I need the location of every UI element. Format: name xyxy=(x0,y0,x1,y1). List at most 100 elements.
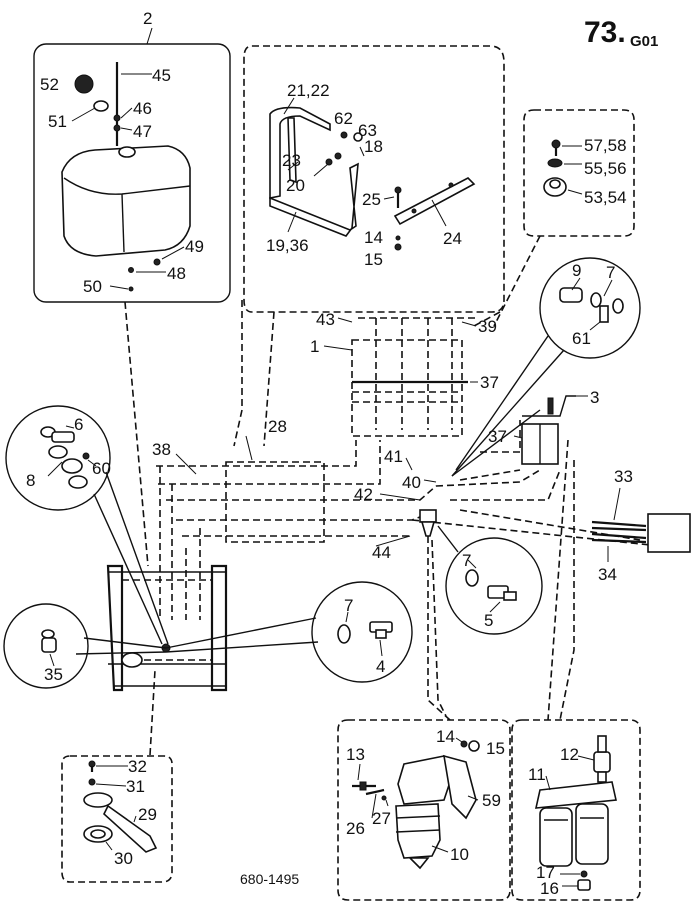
callout-28: 28 xyxy=(268,417,287,436)
callout-15-pump: 15 xyxy=(486,739,505,758)
callout-23: 23 xyxy=(282,151,301,170)
callout-11: 11 xyxy=(528,765,546,784)
return-fitting-frame xyxy=(5,405,111,511)
pump-bracket xyxy=(443,754,477,820)
callout-29: 29 xyxy=(138,805,157,824)
callout-3: 3 xyxy=(590,388,599,407)
page-number-suffix: G01 xyxy=(630,33,658,50)
callout-52: 52 xyxy=(40,75,59,94)
callout-19-36: 19,36 xyxy=(266,236,309,255)
fuel-pipes xyxy=(156,420,661,620)
callout-63: 63 xyxy=(358,121,377,140)
callout-45: 45 xyxy=(152,66,171,85)
callout-8: 8 xyxy=(26,471,35,490)
callout-6: 6 xyxy=(74,415,83,434)
callout-37-lower: 37 xyxy=(488,427,507,446)
callout-50: 50 xyxy=(83,277,102,296)
callout-25: 25 xyxy=(362,190,381,209)
filler-neck xyxy=(118,146,136,158)
filter-element-right xyxy=(575,803,609,865)
callout-62: 62 xyxy=(334,109,353,128)
installed-fuel-tank xyxy=(75,564,319,692)
callout-38: 38 xyxy=(152,440,171,459)
callout-60: 60 xyxy=(92,459,111,478)
callout-5: 5 xyxy=(484,611,493,630)
fuel-filter-inset xyxy=(511,719,641,901)
filler-pipe xyxy=(103,804,158,853)
fuel-tank-inset-frame xyxy=(33,43,231,303)
callout-24: 24 xyxy=(443,229,462,248)
fitting-detail-circle xyxy=(451,257,641,477)
routing-lines xyxy=(124,235,575,756)
banjo-fitting xyxy=(559,287,583,303)
callout-1: 1 xyxy=(310,337,319,356)
feed-pump-inset xyxy=(337,719,511,901)
callout-41: 41 xyxy=(384,447,403,466)
fitting-detail-frame xyxy=(539,257,641,359)
callout-34: 34 xyxy=(598,565,617,584)
connector-box xyxy=(647,513,691,553)
tank-outlet-fitting-circle xyxy=(311,581,413,683)
callout-48: 48 xyxy=(167,264,186,283)
callout-43: 43 xyxy=(316,310,335,329)
callout-9: 9 xyxy=(572,261,581,280)
callout-35: 35 xyxy=(44,665,63,684)
callout-42: 42 xyxy=(354,485,373,504)
callout-16: 16 xyxy=(540,879,559,898)
page-number: 73. xyxy=(584,16,626,49)
bracket-frame xyxy=(269,162,359,237)
callout-39: 39 xyxy=(478,317,497,336)
filter-head-assembly xyxy=(451,395,588,477)
callout-17: 17 xyxy=(536,863,555,882)
callout-51: 51 xyxy=(48,112,67,131)
callout-40: 40 xyxy=(402,473,421,492)
callout-18: 18 xyxy=(364,137,383,156)
callout-26: 26 xyxy=(346,819,365,838)
cap-seal-ring xyxy=(93,100,109,112)
bleed-screw-head xyxy=(593,751,611,773)
strap xyxy=(393,177,476,226)
callout-10: 10 xyxy=(450,845,469,864)
tank-cap xyxy=(74,74,94,94)
callout-31: 31 xyxy=(126,777,145,796)
filter-element-left xyxy=(539,807,573,867)
callout-59: 59 xyxy=(482,791,501,810)
callout-44: 44 xyxy=(372,543,391,562)
pump-head xyxy=(397,755,453,805)
callout-15-bracket: 15 xyxy=(364,250,383,269)
drain-plug-circle xyxy=(3,603,89,689)
engine-block xyxy=(323,317,478,437)
callout-55-56: 55,56 xyxy=(584,159,627,178)
callout-12: 12 xyxy=(560,745,579,764)
callout-27: 27 xyxy=(372,809,391,828)
callout-4: 4 xyxy=(376,657,385,676)
callout-14-bracket: 14 xyxy=(364,228,383,247)
return-fitting-circle xyxy=(5,405,169,645)
callout-7-fitting: 7 xyxy=(606,263,615,282)
callout-46: 46 xyxy=(133,99,152,118)
callout-2: 2 xyxy=(143,9,152,28)
callout-37-upper: 37 xyxy=(480,373,499,392)
hardware-inset xyxy=(523,109,635,237)
tank-bracket-inset xyxy=(243,45,505,313)
callout-49: 49 xyxy=(185,237,204,256)
callout-13: 13 xyxy=(346,745,365,764)
center-fitting xyxy=(419,509,437,537)
fuel-tank-inset xyxy=(33,27,231,303)
tank-outlet-frame xyxy=(311,581,413,683)
callout-53-54: 53,54 xyxy=(584,188,627,207)
callout-47: 47 xyxy=(133,122,152,141)
callout-7-outlet: 7 xyxy=(344,596,353,615)
callout-20: 20 xyxy=(286,176,305,195)
drawing-reference: 680-1495 xyxy=(240,871,299,887)
fuel-tank xyxy=(61,145,191,257)
callout-57-58: 57,58 xyxy=(584,136,627,155)
bracket-upper xyxy=(269,106,331,199)
callout-14-pump: 14 xyxy=(436,727,455,746)
outlet-washer xyxy=(337,624,351,644)
callout-21-22: 21,22 xyxy=(287,81,330,100)
callout-33: 33 xyxy=(614,467,633,486)
filler-cap xyxy=(83,792,113,808)
filler-cap-inset xyxy=(61,755,173,883)
